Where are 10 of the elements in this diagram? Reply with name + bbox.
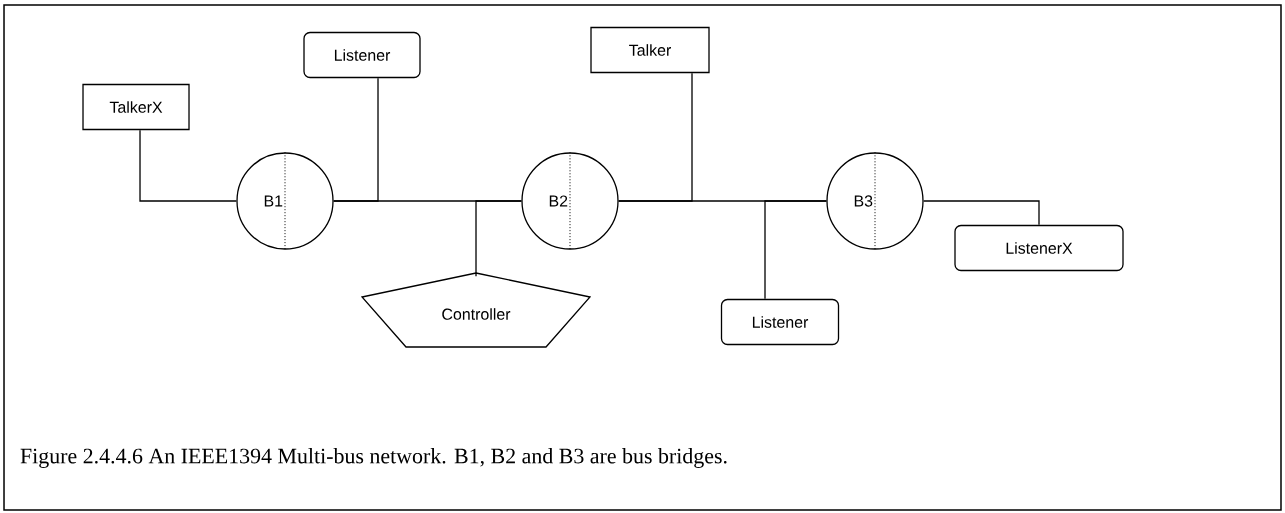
- talker-box: Talker: [590, 26, 710, 74]
- bus-line: [923, 200, 1040, 226]
- bus-line: [764, 200, 827, 300]
- listener-box: Listener: [720, 298, 840, 346]
- listener-box: ListenerX: [954, 224, 1124, 272]
- caption: Figure 2.4.4.6 An IEEE1394 Multi-bus network. B1, B2 and B3 are bus bridges.: [20, 448, 727, 468]
- listener-box: Listener: [303, 31, 421, 79]
- talker-box: TalkerX: [82, 83, 190, 131]
- bus-line: [139, 129, 237, 202]
- bus-line: [475, 200, 522, 277]
